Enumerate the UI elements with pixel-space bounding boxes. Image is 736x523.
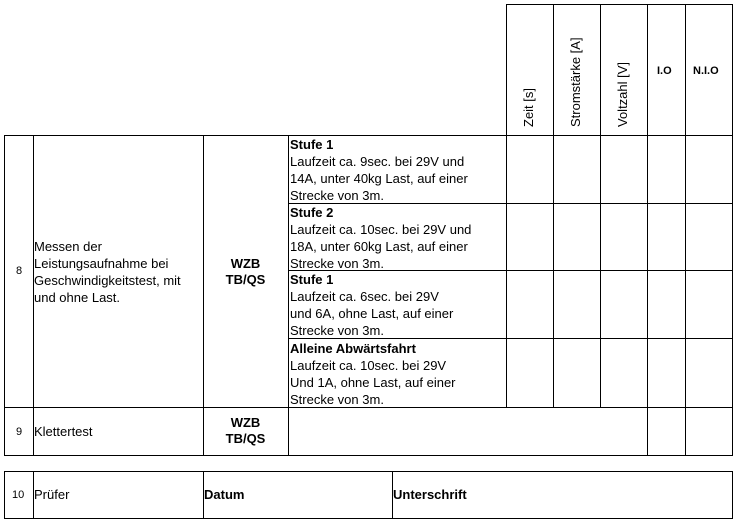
row8-description-line: Geschwindigkeitstest, mit <box>34 273 181 288</box>
step1-bottom-border <box>288 203 733 204</box>
step-line: Strecke von 3m. <box>290 323 384 338</box>
row10-pruefer-border <box>203 471 204 519</box>
row9-description: Klettertest <box>34 424 93 439</box>
row8-description-line: und ohne Last. <box>34 290 121 305</box>
responsible-tbqs: TB/QS <box>225 272 266 287</box>
row10-left-border <box>4 471 5 519</box>
header-border-left <box>506 4 507 136</box>
row10-number-border <box>33 471 34 519</box>
row8-description-line: Messen der <box>34 239 102 254</box>
row9-number: 9 <box>16 426 23 438</box>
row8-responsible: WZB TB/QS <box>203 256 288 288</box>
step-title: Stufe 1 <box>290 272 334 287</box>
responsible-wzb: WZB <box>230 415 261 430</box>
row10-top-border <box>4 471 733 472</box>
header-border-zeit-strom <box>553 4 554 136</box>
header-border-volt-io <box>647 4 648 136</box>
row8-bottom-border <box>4 407 733 408</box>
step-line: Strecke von 3m. <box>290 188 384 203</box>
step-line: Laufzeit ca. 10sec. bei 29V und <box>290 222 472 237</box>
strom-col-border <box>553 135 554 408</box>
step-line: Strecke von 3m. <box>290 392 384 407</box>
row10-number: 10 <box>12 489 25 501</box>
step-title: Stufe 2 <box>290 205 334 220</box>
step-line: 18A, unter 60kg Last, auf einer <box>290 239 468 254</box>
responsible-tbqs: TB/QS <box>225 431 266 446</box>
table-right-border <box>732 135 733 456</box>
step2-bottom-border <box>288 270 733 271</box>
step-title: Stufe 1 <box>290 137 334 152</box>
header-zeit: Zeit [s] <box>521 87 536 127</box>
row8-description-line: Leistungsaufnahme bei <box>34 256 169 271</box>
description-col-border <box>203 135 204 456</box>
pruefer-label: Prüfer <box>34 487 70 502</box>
row10-bottom-border <box>4 518 733 519</box>
header-io: I.O <box>657 65 672 77</box>
step-line: Laufzeit ca. 10sec. bei 29V <box>290 358 447 373</box>
row10-datum-border <box>392 471 393 519</box>
table-left-border <box>4 135 5 456</box>
responsible-wzb: WZB <box>230 256 261 271</box>
step-line: Laufzeit ca. 6sec. bei 29V <box>290 289 439 304</box>
table-top-border <box>4 135 733 136</box>
header-border-strom-volt <box>600 4 601 136</box>
step-line: Strecke von 3m. <box>290 256 384 271</box>
volt-col-border <box>600 135 601 408</box>
responsible-col-border <box>288 135 289 456</box>
header-stromstaerke: Stromstärke [A] <box>568 37 583 127</box>
number-col-border <box>33 135 34 456</box>
row9-bottom-border <box>4 455 733 456</box>
io-col-border <box>647 135 648 456</box>
step-line: 14A, unter 40kg Last, auf einer <box>290 171 468 186</box>
row9-responsible: WZB TB/QS <box>203 415 288 447</box>
nio-col-border <box>685 135 686 456</box>
step-line: Laufzeit ca. 9sec. bei 29V und <box>290 154 465 169</box>
step3-bottom-border <box>288 338 733 339</box>
header-nio: N.I.O <box>693 65 719 77</box>
step-line: und 6A, ohne Last, auf einer <box>290 306 454 321</box>
zeit-col-border <box>506 135 507 408</box>
header-voltzahl: Voltzahl [V] <box>615 61 630 127</box>
step-line: Und 1A, ohne Last, auf einer <box>290 375 456 390</box>
header-border-io-nio <box>685 4 686 136</box>
header-top-border <box>506 4 733 5</box>
datum-label: Datum <box>204 487 245 502</box>
row10-right-border <box>732 471 733 519</box>
step-title: Alleine Abwärtsfahrt <box>290 341 416 356</box>
unterschrift-label: Unterschrift <box>393 487 467 502</box>
header-border-right <box>732 4 733 136</box>
row8-number: 8 <box>16 265 23 277</box>
